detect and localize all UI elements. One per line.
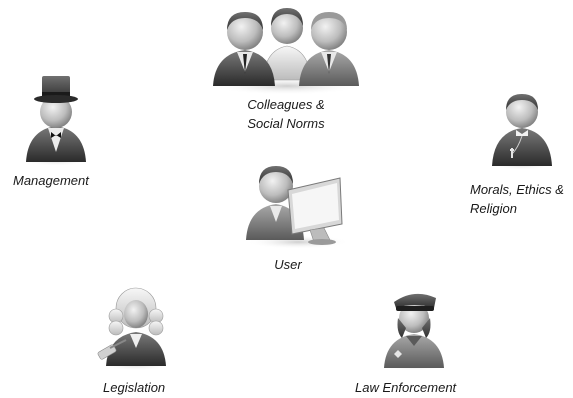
legislation-node [92, 282, 172, 372]
management-label: Management [13, 173, 89, 188]
morals-label-line1: Morals, Ethics & [470, 182, 564, 197]
user-node [240, 160, 352, 252]
colleagues-label-line1: Colleagues & [247, 97, 325, 112]
morals-label-line2: Religion [470, 201, 517, 216]
judge-wig-icon [97, 287, 172, 371]
morals-node [488, 88, 554, 170]
user-at-computer-icon [246, 166, 350, 249]
morals-label: Morals, Ethics & Religion [470, 180, 564, 218]
colleagues-label-line2: Social Norms [247, 116, 325, 131]
top-hat-manager-icon [22, 76, 90, 166]
colleagues-label: Colleagues & Social Norms [218, 95, 354, 133]
user-label: User [274, 257, 302, 272]
police-officer-icon [380, 293, 448, 371]
priest-icon [490, 94, 554, 170]
law-enforcement-node [376, 288, 448, 372]
group-people-icon [211, 8, 363, 95]
management-node [18, 72, 90, 167]
legislation-label: Legislation [103, 380, 166, 395]
law-enforcement-label: Law Enforcement [355, 380, 457, 395]
colleagues-node [205, 2, 365, 95]
